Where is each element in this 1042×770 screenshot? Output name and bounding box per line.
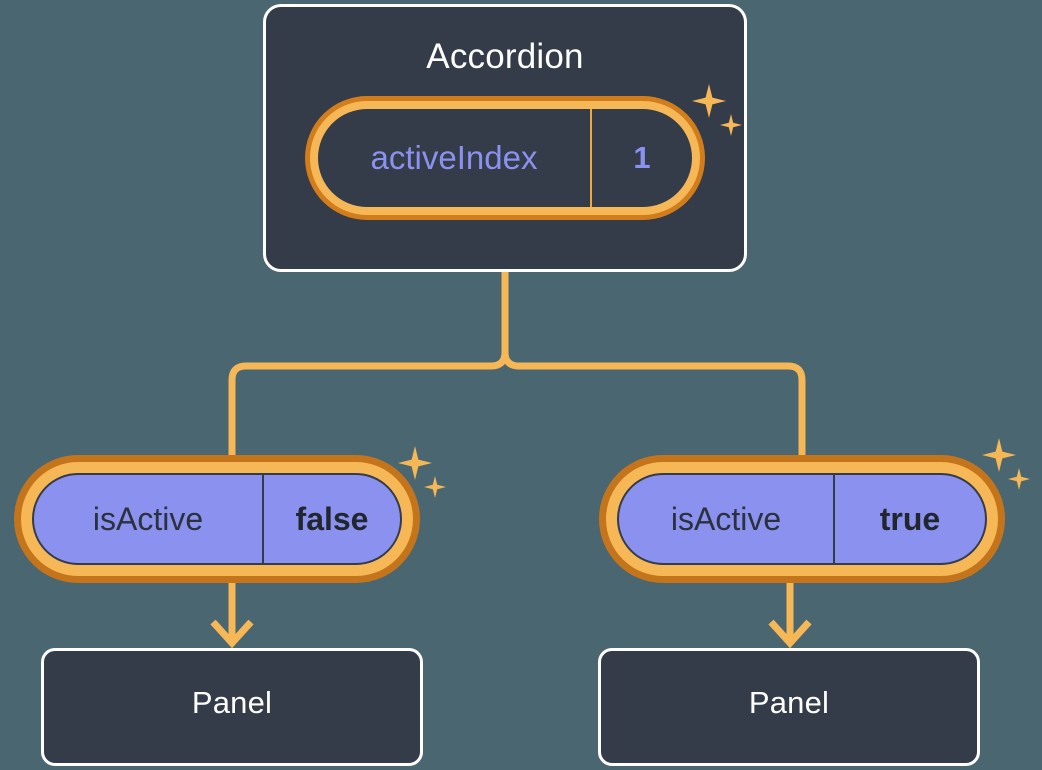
state-key-label: activeIndex [370,139,538,176]
panel-title: Panel [191,685,273,720]
sparkle-icon [982,438,1016,472]
panel-title: Panel [748,685,830,720]
pill-body: isActive false [32,473,402,565]
pill-divider [590,109,592,207]
sparkle-icon [424,476,446,498]
state-value-label: true [879,500,941,537]
pill-body: activeIndex 1 [318,109,692,207]
state-pill-isactive-left[interactable]: isActive false [14,455,420,583]
state-key-label: isActive [670,500,782,537]
state-pill-isactive-right[interactable]: isActive true [599,455,1005,583]
component-node-panel-right[interactable]: Panel [598,648,980,766]
state-value-label: false [295,500,369,537]
arrow-head-left-icon [210,619,254,649]
state-key-label: isActive [92,500,204,537]
connector-branch-right [501,351,806,455]
pill-divider [262,475,264,563]
connector-branch-left [228,351,509,455]
page-title: Accordion [426,37,584,76]
state-value-label: 1 [633,140,651,175]
pill-divider [833,475,835,563]
arrow-head-right-icon [768,619,812,649]
sparkle-icon [1008,468,1030,490]
state-pill-activeindex[interactable]: activeIndex 1 [305,96,705,220]
pill-body: isActive true [617,473,987,565]
component-node-panel-left[interactable]: Panel [41,648,423,766]
